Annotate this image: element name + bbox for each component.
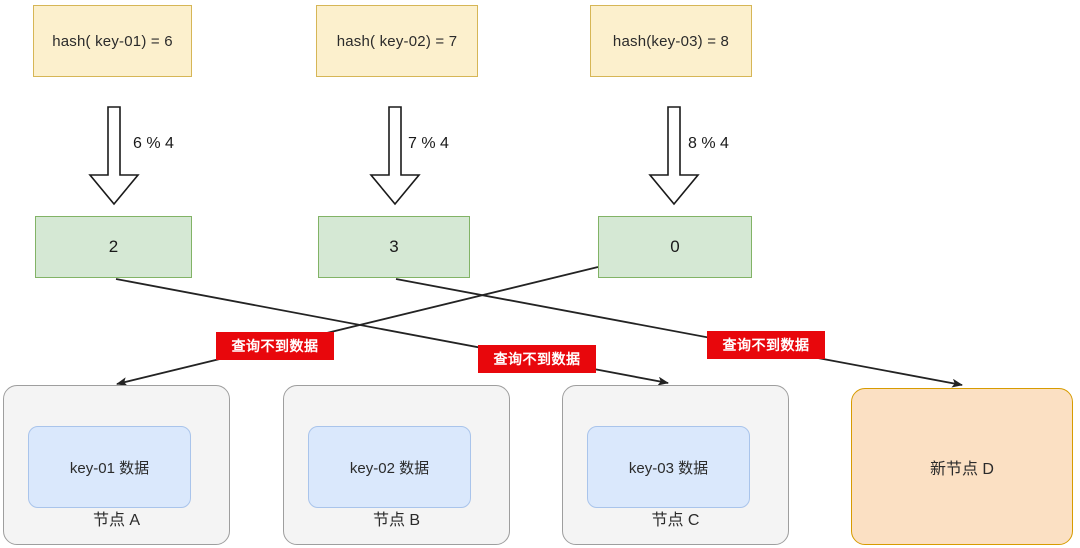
hash-box-1-label: hash( key-01) = 6 [52, 32, 173, 50]
node-b: key-02 数据 节点 B [283, 385, 510, 545]
operation-label-3: 8 % 4 [688, 135, 729, 152]
node-d-title: 新节点 D [929, 460, 994, 478]
warning-label-3-text: 查询不到数据 [722, 337, 810, 353]
node-c-data-label: key-03 数据 [628, 459, 709, 477]
mod-box-3-value: 0 [670, 237, 680, 256]
node-d: 新节点 D [851, 388, 1073, 545]
mod-box-1: 2 [35, 216, 192, 278]
node-c: key-03 数据 节点 C [562, 385, 789, 545]
node-b-data-label: key-02 数据 [349, 459, 430, 477]
warning-label-2: 查询不到数据 [478, 345, 596, 373]
mod-box-3: 0 [598, 216, 752, 278]
warning-label-3: 查询不到数据 [707, 331, 825, 359]
mod-box-2: 3 [318, 216, 470, 278]
warning-label-1: 查询不到数据 [216, 332, 334, 360]
node-b-title: 节点 B [372, 512, 421, 529]
hash-box-3-label: hash(key-03) = 8 [612, 32, 730, 50]
warning-label-1-text: 查询不到数据 [231, 338, 319, 354]
hash-box-2-label: hash( key-02) = 7 [336, 32, 458, 50]
node-c-data-chip: key-03 数据 [587, 426, 750, 508]
link-mod3-to-nodea [116, 266, 599, 387]
operation-label-1: 6 % 4 [133, 135, 174, 152]
node-c-title: 节点 C [651, 512, 700, 529]
node-a-title: 节点 A [92, 512, 141, 529]
node-a-data-label: key-01 数据 [69, 459, 150, 477]
hash-box-1: hash( key-01) = 6 [33, 5, 192, 77]
node-a-data-chip: key-01 数据 [28, 426, 191, 508]
node-b-data-chip: key-02 数据 [308, 426, 471, 508]
node-a: key-01 数据 节点 A [3, 385, 230, 545]
link-mod2-to-noded [395, 278, 963, 388]
hash-box-3: hash(key-03) = 8 [590, 5, 752, 77]
operation-label-2: 7 % 4 [408, 135, 449, 152]
warning-label-2-text: 查询不到数据 [493, 351, 581, 367]
mod-box-2-value: 3 [389, 237, 399, 256]
hash-box-2: hash( key-02) = 7 [316, 5, 478, 77]
mod-box-1-value: 2 [108, 237, 119, 256]
